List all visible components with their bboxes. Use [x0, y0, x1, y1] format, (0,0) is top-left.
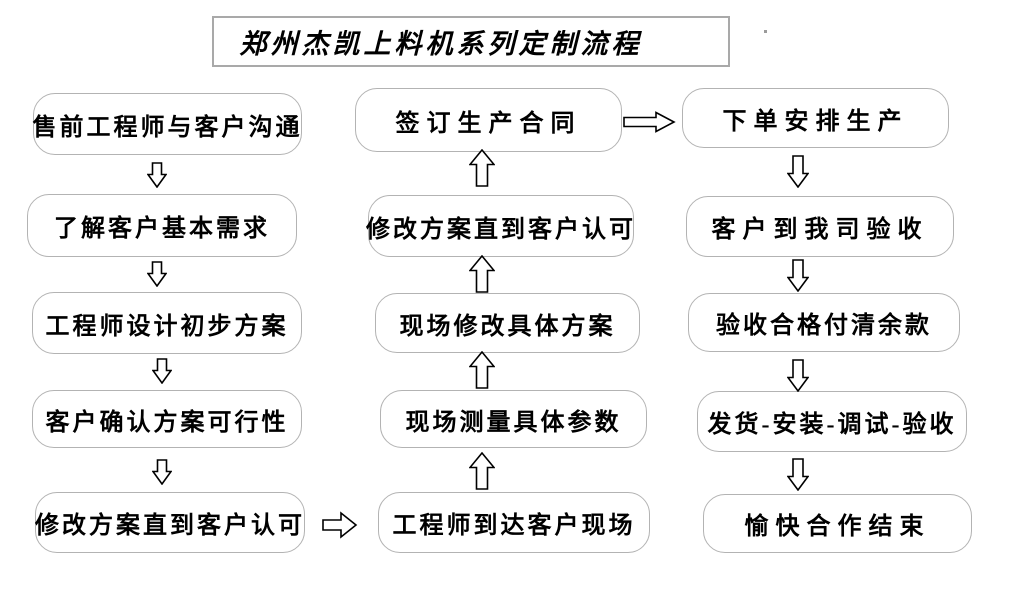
- right-arrow-icon: [322, 511, 358, 539]
- node-presales-communication: 售前工程师与客户沟通: [33, 93, 302, 155]
- node-ship-install-debug-accept: 发货-安装-调试-验收: [697, 391, 967, 452]
- up-arrow-icon: [469, 452, 495, 490]
- up-arrow-icon: [469, 149, 495, 187]
- down-arrow-icon: [152, 459, 172, 485]
- artifact-dot: [764, 30, 767, 33]
- node-pay-balance: 验收合格付清余款: [688, 293, 960, 352]
- up-arrow-icon: [469, 351, 495, 389]
- down-arrow-icon: [787, 458, 809, 491]
- node-revise-until-approved-middle: 修改方案直到客户认可: [366, 195, 634, 257]
- node-initial-design: 工程师设计初步方案: [32, 292, 302, 354]
- down-arrow-icon: [147, 261, 167, 287]
- down-arrow-icon: [787, 155, 809, 188]
- node-onsite-revise-plan: 现场修改具体方案: [375, 293, 640, 353]
- up-arrow-icon: [469, 255, 495, 293]
- right-arrow-icon: [623, 111, 676, 133]
- node-confirm-feasibility: 客户确认方案可行性: [32, 390, 302, 448]
- node-place-order-production: 下单安排生产: [682, 88, 949, 148]
- node-engineer-arrives-onsite: 工程师到达客户现场: [378, 492, 650, 553]
- down-arrow-icon: [147, 162, 167, 188]
- down-arrow-icon: [152, 358, 172, 384]
- node-onsite-measure-params: 现场测量具体参数: [380, 390, 647, 448]
- node-customer-acceptance-visit: 客户到我司验收: [686, 196, 954, 257]
- node-understand-requirements: 了解客户基本需求: [27, 194, 297, 257]
- down-arrow-icon: [787, 259, 809, 292]
- node-revise-until-approved-left: 修改方案直到客户认可: [35, 492, 305, 553]
- node-happy-cooperation-end: 愉快合作结束: [703, 494, 972, 553]
- flowchart-title: 郑州杰凯上料机系列定制流程: [212, 16, 730, 67]
- down-arrow-icon: [787, 359, 809, 392]
- node-sign-contract: 签订生产合同: [355, 88, 622, 152]
